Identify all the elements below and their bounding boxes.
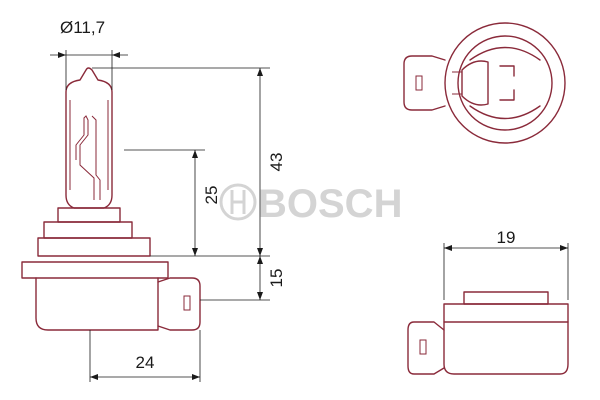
filament (75, 115, 95, 200)
dimension-connector-width: 19 (443, 228, 569, 300)
dimension-label-base-width: 24 (136, 353, 155, 372)
bosch-wordmark: BOSCH (258, 182, 402, 226)
connector-tab (157, 277, 201, 331)
bulb-rear-view (407, 291, 569, 375)
dimension-label-light-center: 25 (202, 186, 221, 205)
dimension-label-base-height: 15 (267, 269, 286, 288)
bulb-top-view (403, 22, 566, 144)
dimension-total-height: 43 (92, 67, 286, 257)
bulb-neck (57, 207, 121, 223)
bulb-side-view (21, 67, 201, 331)
dimension-base-width: 24 (89, 330, 201, 382)
bosch-logo-icon (219, 183, 257, 221)
bulb-flange (21, 261, 169, 279)
dimension-label-total-height: 43 (267, 153, 286, 172)
dimension-label-connector-width: 19 (497, 228, 516, 247)
bosch-watermark: BOSCH (219, 182, 402, 226)
dimension-label-diameter: Ø11,7 (60, 18, 105, 37)
dimension-light-center: 25 (124, 149, 221, 256)
bulb-base (35, 277, 159, 331)
glass-envelope (65, 67, 113, 209)
dimension-diameter: Ø11,7 (50, 18, 128, 90)
dimension-base-height: 15 (200, 256, 286, 301)
